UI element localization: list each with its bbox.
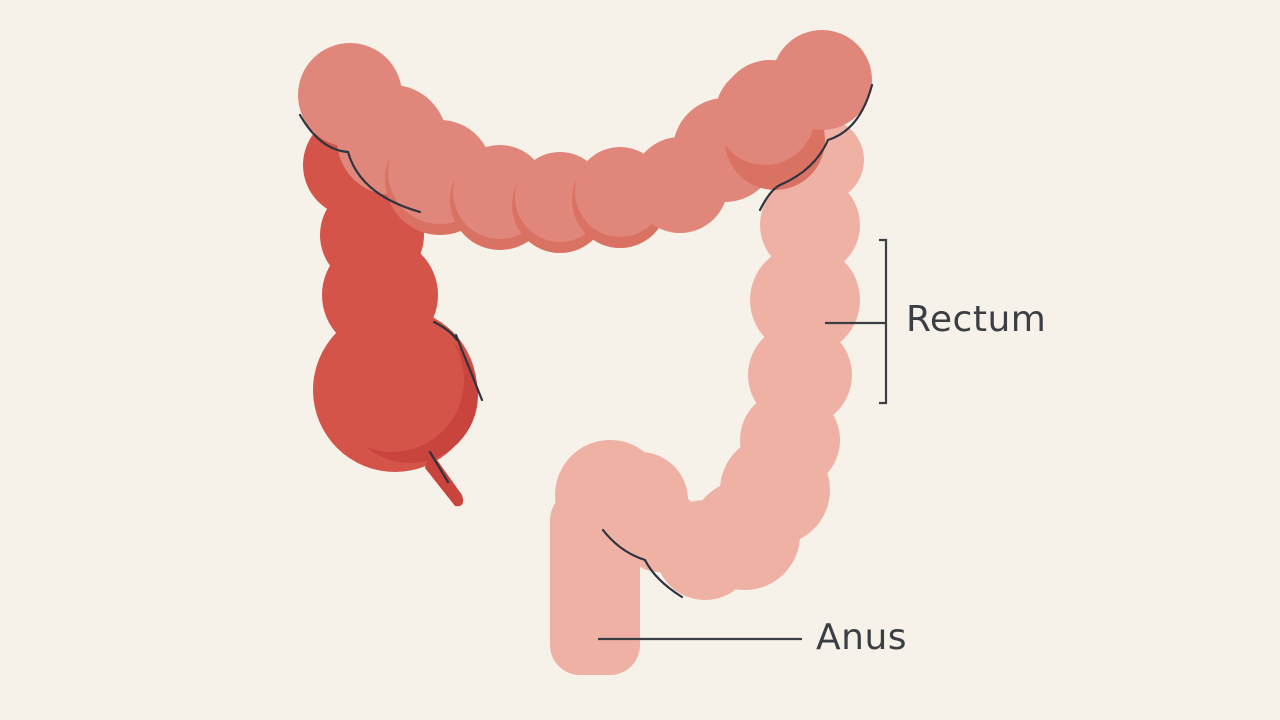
rectum-bracket	[825, 238, 888, 405]
rectum-label: Rectum	[906, 299, 1047, 340]
transverse-colon	[298, 30, 872, 253]
outline-strokes	[298, 83, 874, 599]
descending-colon	[550, 118, 864, 675]
anus-label: Anus	[816, 617, 908, 658]
